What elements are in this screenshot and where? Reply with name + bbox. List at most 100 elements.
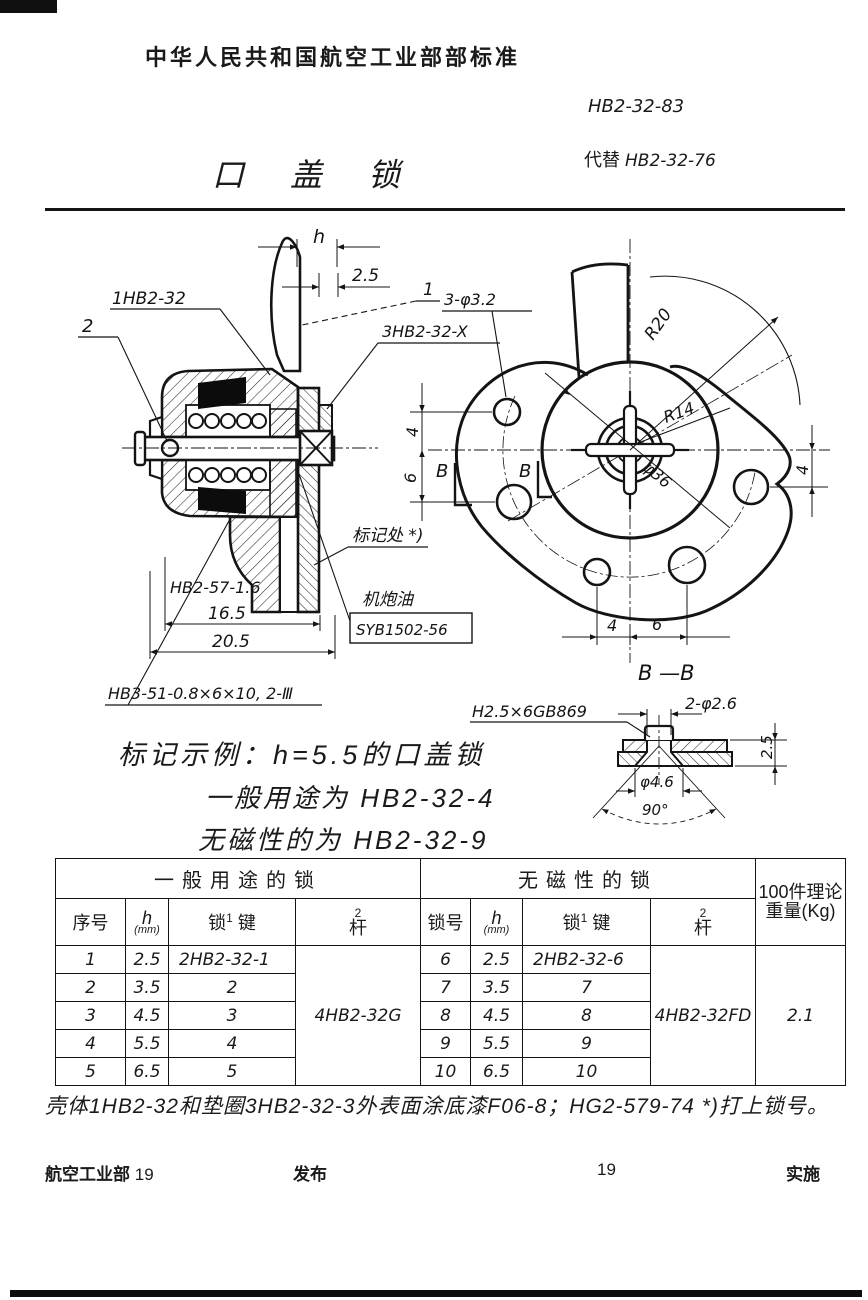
- footer-implement: 实施: [786, 1165, 820, 1184]
- marking-example-line2: 一般用途为 HB2-32-4: [205, 783, 496, 813]
- dim-4-right-label: 4: [793, 465, 812, 475]
- cell-seq: 3: [55, 1001, 126, 1030]
- section-bb-title: B —B: [638, 661, 695, 685]
- dim-20_5-label: 20.5: [212, 632, 250, 652]
- section-b-left-label: B: [436, 461, 448, 482]
- section-view-drawing: [122, 236, 378, 614]
- standard-number: HB2-32-83: [588, 96, 685, 117]
- cell-lockkey: 2: [168, 973, 296, 1002]
- column-header-seq: 序号: [55, 898, 126, 946]
- supersedes-note: 代替 HB2-32-76: [584, 146, 716, 172]
- cell-h: 5.5: [125, 1029, 169, 1058]
- marking-spot-label: 标记处 *): [352, 526, 424, 546]
- dim-2xd2_6-label: 2-φ2.6: [685, 694, 737, 713]
- section-b-right-label: B: [519, 461, 531, 482]
- dim-90deg-label: 90°: [642, 801, 669, 819]
- washer-part-label: 3HB2-32-X: [382, 322, 469, 341]
- cell-seq: 1: [55, 945, 126, 974]
- weight-header-line1: 100件理论: [758, 882, 843, 902]
- weight-header-line2: 重量(Kg): [765, 901, 836, 921]
- table-row: 1 2.5 2HB2-32-1 4HB2-32G 6 2.5 2HB2-32-6…: [55, 945, 846, 1086]
- bb-section-labels: H2.5×6GB869 2-φ2.6 2.5 φ4.6 90°: [472, 694, 776, 819]
- cell-lockkey: 7: [522, 973, 651, 1002]
- footer-year-right: 19: [597, 1160, 616, 1179]
- group-header-general: 一般用途的锁: [55, 858, 421, 899]
- h-unit: (mm): [134, 924, 160, 936]
- front-view-drawing: [428, 239, 830, 663]
- bottom-border: [10, 1290, 862, 1297]
- column-header-rod-right: 2 杆: [650, 898, 756, 946]
- bb-section-drawing: [617, 715, 733, 785]
- oil-spec-label: SYB1502-56: [356, 621, 448, 639]
- footer-publish: 发布: [293, 1165, 327, 1184]
- technical-drawing: h 2.5 1HB2-32 2 HB2-57-1.6 16.5 20.5 HB3…: [78, 226, 830, 825]
- screw-spec-label: H2.5×6GB869: [472, 702, 587, 721]
- cell-lockkey: 2HB2-32-6: [522, 945, 651, 974]
- cell-h: 3.5: [470, 973, 523, 1002]
- column-header-lockkey-left: 锁1 键: [168, 898, 296, 946]
- h-symbol-right: h: [491, 908, 502, 928]
- parts-table: 一般用途的锁 无磁性的锁 100件理论 重量(Kg) 序号 h (mm) 锁1 …: [55, 858, 846, 1086]
- section-view-dimensions: [78, 239, 532, 706]
- dim-4-bottom-label: 4: [607, 616, 617, 635]
- cell-lockno: 8: [420, 1001, 471, 1030]
- cell-h: 2.5: [125, 945, 169, 974]
- supersedes-label: 代替: [584, 150, 620, 170]
- cell-lockkey: 4: [168, 1029, 296, 1058]
- rod-char-right: 杆: [694, 918, 712, 938]
- document-title: 口盖锁: [212, 157, 447, 193]
- oil-name-label: 机炮油: [362, 590, 415, 610]
- table-row: 5 6.5 5 10 6.5 10: [55, 1057, 846, 1086]
- marking-example-line3: 无磁性的为 HB2-32-9: [198, 825, 489, 855]
- key-char-right: 键: [592, 913, 611, 933]
- column-header-rod-left: 2 杆: [295, 898, 421, 946]
- cell-h: 6.5: [470, 1057, 523, 1086]
- cell-lockno: 7: [420, 973, 471, 1002]
- dim-16_5-label: 16.5: [208, 604, 246, 624]
- cell-lockkey: 2HB2-32-1: [168, 945, 296, 974]
- lock-char: 锁: [208, 913, 227, 933]
- cell-seq: 5: [55, 1057, 126, 1086]
- cell-lockkey: 10: [522, 1057, 651, 1086]
- cell-seq: 2: [55, 973, 126, 1002]
- lock-footnote-ref-right: 1: [580, 911, 588, 925]
- rivet-part-label: HB3-51-0.8×6×10, 2-Ⅲ: [108, 684, 293, 703]
- dim-r20-label: R20: [641, 305, 677, 344]
- rod-footnote-ref: 2: [354, 906, 362, 920]
- cell-seq: 4: [55, 1029, 126, 1058]
- table-row: 3 4.5 3 8 4.5 8: [55, 1001, 846, 1030]
- section-view-labels: h 2.5 1HB2-32 2 HB2-57-1.6 16.5 20.5 HB3…: [82, 226, 496, 703]
- cell-h: 4.5: [470, 1001, 523, 1030]
- dim-d4_6-label: φ4.6: [640, 773, 674, 791]
- cell-lockno: 10: [420, 1057, 471, 1086]
- front-view-labels: R20 R14 φ36 B B 4 6 4 4 6 B —B: [401, 305, 812, 685]
- column-header-lockkey-right: 锁1 键: [522, 898, 651, 946]
- header-divider: [45, 208, 845, 211]
- scan-corner-mark: [0, 0, 57, 13]
- dim-6-left-label: 6: [401, 473, 420, 483]
- cell-lockkey: 9: [522, 1029, 651, 1058]
- lock-char-right: 锁: [562, 913, 581, 933]
- dim-2_5-label: 2.5: [352, 266, 379, 286]
- dim-2_5-thickness-label: 2.5: [758, 735, 776, 759]
- footer-org: 航空工业部 19: [45, 1160, 154, 1185]
- dim-6-bottom-label: 6: [652, 615, 662, 634]
- leader-1-label: 1: [423, 280, 434, 300]
- h-symbol: h: [141, 908, 152, 928]
- marking-example-line1: 标记示例：h=5.5的口盖锁: [118, 740, 486, 770]
- key-char: 键: [237, 913, 256, 933]
- body-part-label: 1HB2-32: [112, 289, 186, 309]
- part-2-label: 2: [82, 316, 93, 337]
- standard-org-title: 中华人民共和国航空工业部部标准: [145, 45, 521, 70]
- rod-char: 杆: [349, 918, 367, 938]
- dim-h-label: h: [313, 226, 325, 248]
- cell-lockno: 6: [420, 945, 471, 974]
- bb-section-dimensions: [470, 709, 787, 825]
- cell-rod-left: 4HB2-32G: [295, 945, 421, 1086]
- column-header-h-right: h (mm): [470, 898, 523, 946]
- cell-h: 5.5: [470, 1029, 523, 1058]
- supersedes-number: HB2-32-76: [625, 151, 716, 171]
- cell-lockno: 9: [420, 1029, 471, 1058]
- cell-weight: 2.1: [755, 945, 846, 1086]
- table-row: 4 5.5 4 9 5.5 9: [55, 1029, 846, 1058]
